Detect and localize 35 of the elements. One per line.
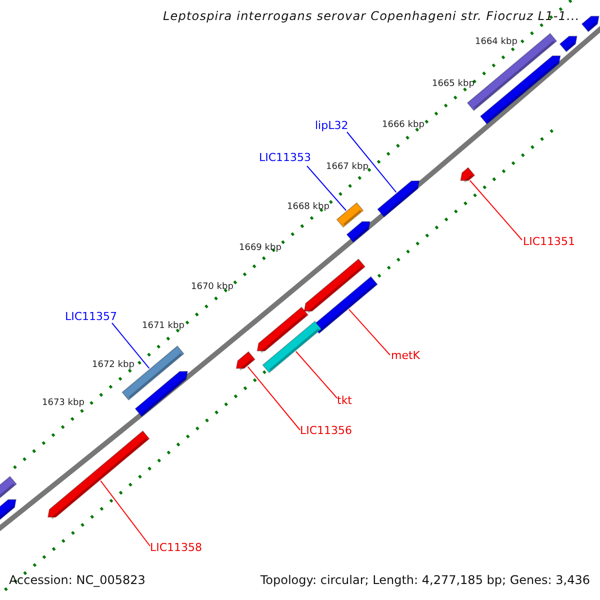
gene-label: tkt: [337, 395, 352, 408]
tick-label: 1668 kbp: [287, 203, 330, 213]
gene-feature: [262, 320, 322, 374]
tick-label: 1669 kbp: [239, 244, 282, 254]
tick-label: 1670 kbp: [191, 283, 234, 293]
leader-line: [100, 480, 150, 546]
tick-label: 1666 kbp: [382, 121, 424, 131]
gene-label: lipL32: [315, 120, 348, 132]
accession-text: Accession: NC_005823: [9, 574, 146, 588]
leader-line: [112, 322, 150, 369]
title: Leptospira interrogans serovar Copenhageni str. Fiocruz L1-1...: [163, 10, 580, 24]
gene-label: LIC11356: [300, 425, 352, 438]
leader-line: [306, 166, 347, 211]
gene-label: LIC11357: [65, 311, 118, 324]
gene-feature: [460, 166, 476, 183]
gene-label: metK: [391, 350, 420, 362]
gene-feature: [236, 351, 256, 371]
gene-label: LIC11351: [523, 236, 576, 248]
gene-label: LIC11353: [259, 152, 312, 164]
gene-feature: [376, 180, 420, 218]
tick-label: 1672 kbp: [92, 361, 134, 371]
tick-label: 1667 kbp: [326, 163, 368, 173]
leader-line: [247, 366, 300, 430]
genome-summary: Topology: circular; Length: 4,277,185 bp; Genes: 3,436: [260, 574, 590, 588]
gene-label: LIC11358: [150, 542, 202, 554]
tick-label: 1664 kbp: [475, 38, 518, 48]
gene-feature: [47, 430, 150, 520]
tick-label: 1665 kbp: [432, 80, 474, 90]
leader-line: [348, 308, 390, 356]
leader-line: [469, 180, 522, 240]
tick-label: 1671 kbp: [142, 322, 184, 332]
gene-feature: [336, 202, 364, 228]
leader-line: [295, 351, 338, 398]
leader-line: [346, 132, 397, 193]
tick-label: 1673 kbp: [42, 399, 84, 409]
